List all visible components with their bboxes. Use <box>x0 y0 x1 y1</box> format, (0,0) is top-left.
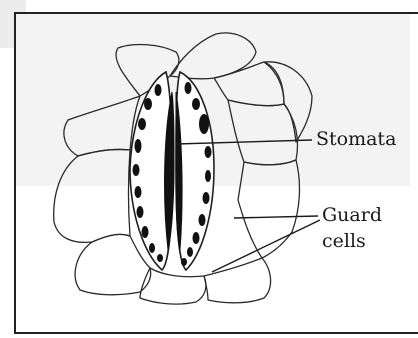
epidermal-cell-left <box>64 96 140 156</box>
epidermal-cell-bottom-right <box>204 258 271 303</box>
label-stomata: Stomata <box>316 128 396 150</box>
epidermal-cell-top <box>170 33 256 79</box>
epidermal-cell-far-right <box>264 62 312 142</box>
epidermal-cell-lower-left <box>54 149 130 242</box>
epidermal-cell-lower-right <box>238 160 299 258</box>
guard-leader-line-upper <box>234 216 318 218</box>
epidermal-cell-bottom-left <box>75 234 151 294</box>
label-guard-cells-line1: Guard <box>322 204 382 226</box>
epidermal-cell-top-right <box>214 62 284 106</box>
epidermal-cell-bottom <box>140 268 206 304</box>
epidermal-cell-right <box>228 100 298 165</box>
label-guard-cells-line2: cells <box>322 230 366 252</box>
